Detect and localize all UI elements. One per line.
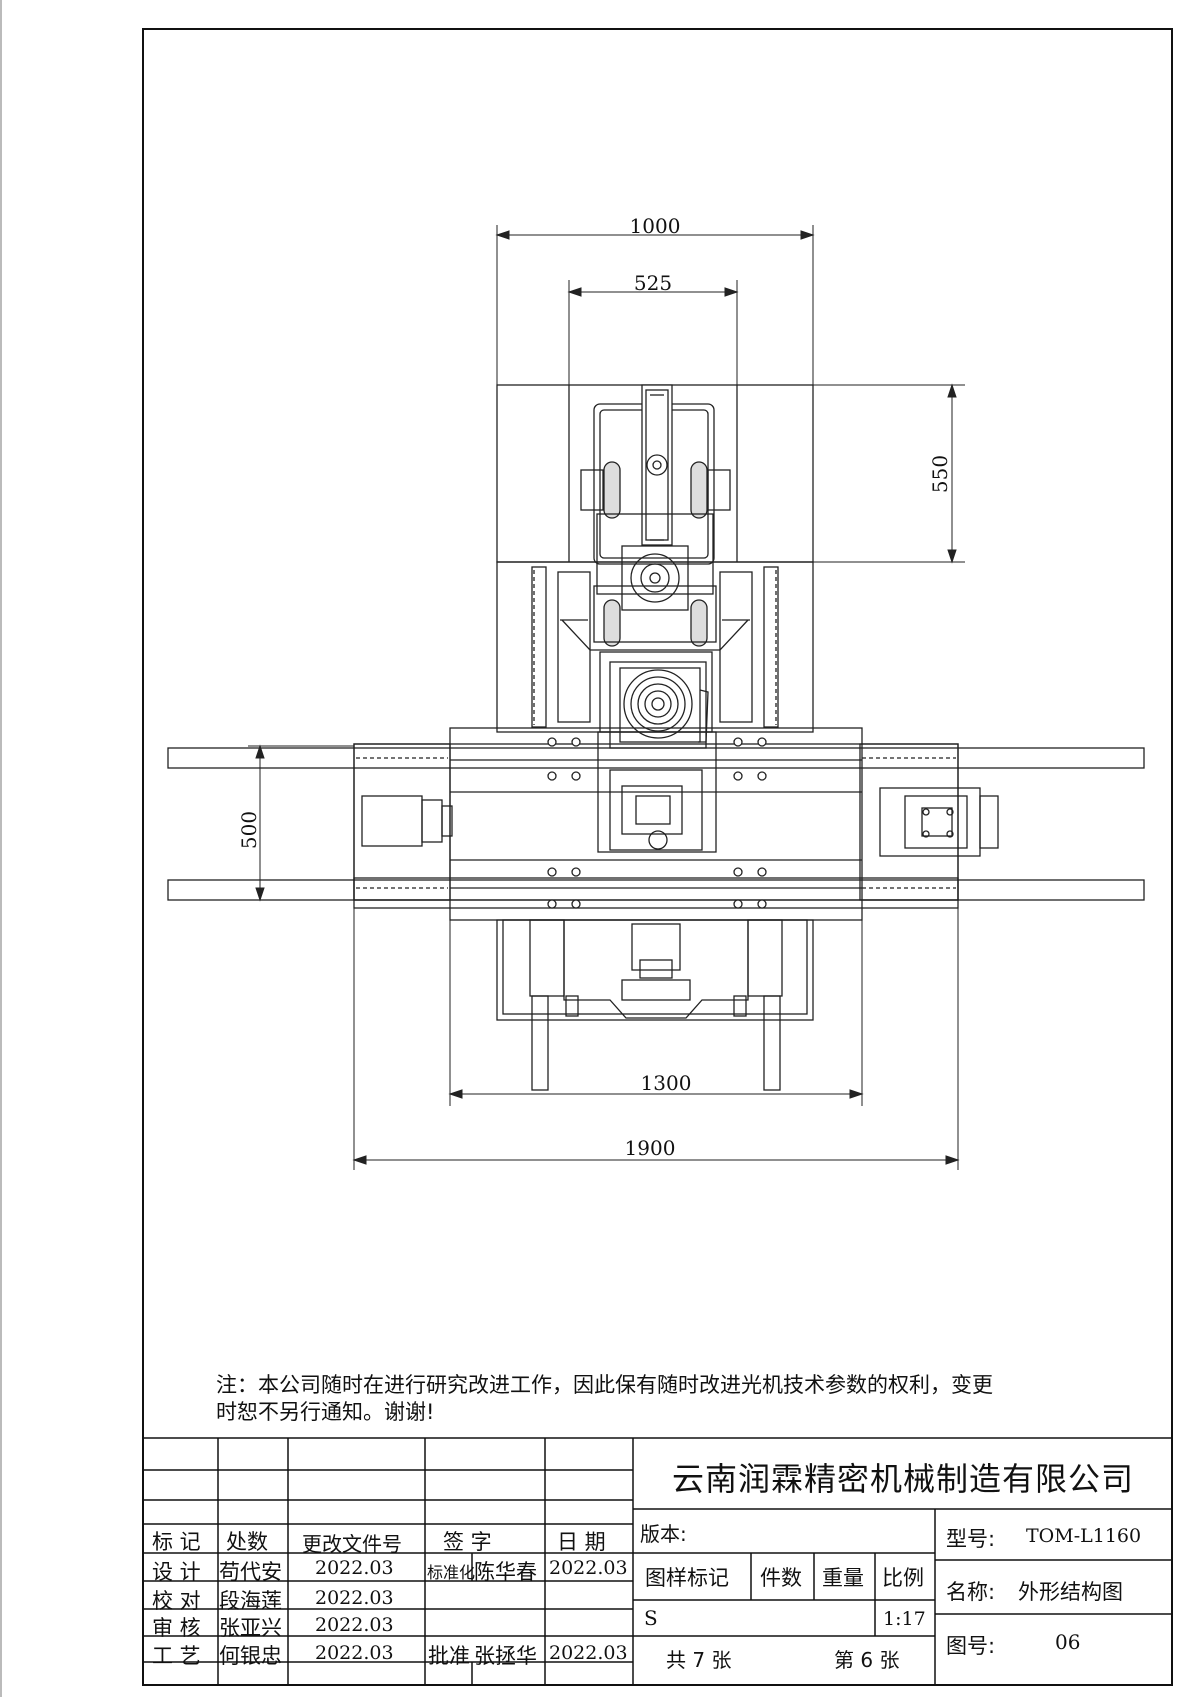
rev-header-count: 处数 [226, 1530, 268, 1554]
dim-1900: 1900 [625, 1136, 676, 1160]
drawing-no-value: 06 [1055, 1630, 1081, 1654]
design-name: 苟代安 [219, 1560, 282, 1584]
rev-header-mark: 标 记 [152, 1530, 201, 1554]
dim-525: 525 [634, 271, 672, 295]
model-label: 型号: [946, 1527, 996, 1551]
review-date: 2022.03 [315, 1614, 394, 1636]
weight-label: 重量 [822, 1566, 864, 1590]
design-date: 2022.03 [315, 1557, 394, 1579]
note-line-2: 时恕不另行通知。谢谢! [216, 1400, 435, 1424]
model-value: TOM-L1160 [1026, 1525, 1142, 1547]
approve-label: 批准 [428, 1644, 470, 1668]
approve-name: 张拯华 [474, 1644, 537, 1668]
name-value: 外形结构图 [1018, 1580, 1123, 1604]
design-label: 设 计 [152, 1560, 201, 1584]
machine-drawing [167, 384, 1145, 1091]
process-date: 2022.03 [315, 1642, 394, 1664]
check-label: 校 对 [152, 1589, 201, 1613]
review-label: 审 核 [152, 1616, 201, 1640]
process-name: 何银忠 [219, 1644, 282, 1668]
name-label: 名称: [946, 1580, 996, 1604]
qty-label: 件数 [760, 1566, 802, 1590]
rev-header-sign: 签 字 [443, 1530, 492, 1554]
rev-header-date: 日 期 [557, 1530, 606, 1554]
title-block-grid [142, 1437, 1173, 1686]
dim-1000: 1000 [630, 214, 681, 238]
total-sheets: 共 7 张 [666, 1648, 732, 1672]
process-label: 工 艺 [152, 1644, 201, 1668]
dim-500: 500 [237, 811, 261, 849]
sheet-number: 第 6 张 [834, 1648, 900, 1672]
scale-value: 1:17 [883, 1608, 926, 1630]
dim-1300: 1300 [641, 1071, 692, 1095]
drawing-no-label: 图号: [946, 1634, 996, 1658]
scale-label: 比例 [882, 1566, 924, 1590]
disclaimer-note: 注：本公司随时在进行研究改进工作，因此保有随时改进光机技术参数的权利，变更 时恕… [216, 1372, 1096, 1426]
mark-label: 图样标记 [645, 1566, 729, 1590]
dimension-labels: 1000 525 550 500 1300 1900 [237, 214, 952, 1160]
version-label: 版本: [640, 1522, 687, 1546]
dimension-lines [248, 225, 965, 1170]
company-name: 云南润霖精密机械制造有限公司 [672, 1460, 1135, 1498]
standard-name: 陈华春 [474, 1560, 537, 1584]
rev-header-doc: 更改文件号 [302, 1532, 402, 1556]
dim-550: 550 [928, 455, 952, 493]
note-line-1: 注：本公司随时在进行研究改进工作，因此保有随时改进光机技术参数的权利，变更 [216, 1373, 993, 1397]
standard-label: 标准化 [427, 1563, 476, 1582]
check-name: 段海莲 [219, 1589, 282, 1613]
review-name: 张亚兴 [219, 1616, 282, 1640]
standard-date: 2022.03 [549, 1557, 628, 1579]
mark-value: S [644, 1606, 658, 1630]
check-date: 2022.03 [315, 1587, 394, 1609]
approve-date: 2022.03 [549, 1642, 628, 1664]
